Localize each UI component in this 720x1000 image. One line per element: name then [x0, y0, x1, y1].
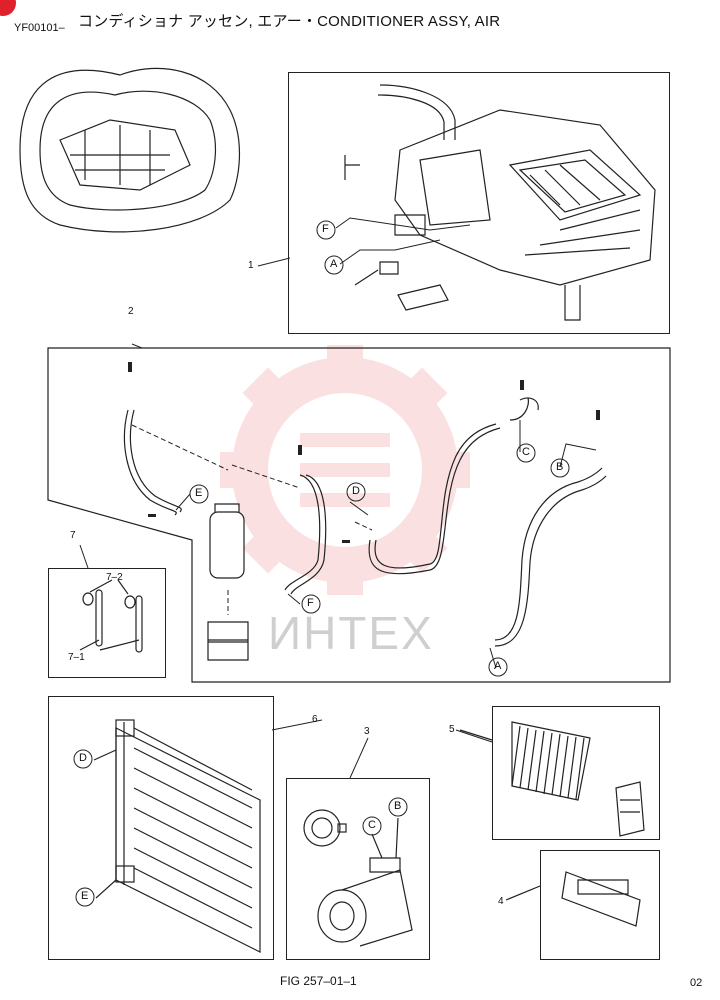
item-number-2: 2	[128, 306, 134, 317]
header-code: YF00101–	[14, 22, 65, 34]
item-number-7-1: 7–1	[68, 652, 85, 663]
piping-frame-outline	[47, 347, 671, 683]
item-number-5: 5	[449, 724, 455, 735]
callout-comp-b: B	[394, 800, 402, 812]
callout-top-a: A	[330, 258, 338, 270]
item-number-4: 4	[498, 896, 504, 907]
item-number-3: 3	[364, 726, 370, 737]
frame-control-4	[540, 850, 660, 960]
callout-pipe-a: A	[494, 660, 502, 672]
control-panel	[505, 871, 641, 927]
frame-compressor-3	[286, 778, 430, 960]
item-number-7-2: 7–2	[106, 572, 123, 583]
callout-cond-d: D	[79, 752, 87, 764]
callout-pipe-b: B	[556, 461, 564, 473]
piping-hoses	[123, 397, 607, 647]
callout-pipe-d: D	[352, 485, 360, 497]
frame-hose-7	[48, 568, 166, 678]
receiver-drier	[207, 503, 249, 661]
watermark-gear	[220, 345, 470, 595]
figure-label: FIG 257–01–1	[280, 974, 357, 988]
callout-pipe-f: F	[307, 597, 314, 609]
callout-top-f: F	[322, 223, 329, 235]
condenser	[93, 719, 261, 953]
compressor	[303, 809, 413, 947]
item-number-6: 6	[312, 714, 318, 725]
ac-unit-sketch	[344, 84, 656, 321]
frame-condenser-6	[48, 696, 274, 960]
callout-comp-c: C	[368, 819, 376, 831]
callout-pipe-e: E	[195, 487, 203, 499]
callout-pipe-c: C	[522, 446, 530, 458]
hose-7-parts	[79, 579, 143, 653]
filter-element	[459, 721, 645, 837]
frame-assy-1	[288, 72, 670, 334]
page-number: 02	[690, 977, 703, 989]
frame-filter-5	[492, 706, 660, 840]
item-number-7: 7	[70, 530, 76, 541]
watermark-text: ИНТЕХ	[268, 607, 434, 659]
corner-badge	[0, 0, 16, 16]
machine-overview	[19, 67, 240, 233]
page-title: コンディショナ アッセン, エアー・CONDITIONER ASSY, AIR	[78, 13, 501, 30]
piping-dashed	[131, 424, 373, 615]
callout-cond-e: E	[81, 890, 89, 902]
item-number-1: 1	[248, 260, 254, 271]
